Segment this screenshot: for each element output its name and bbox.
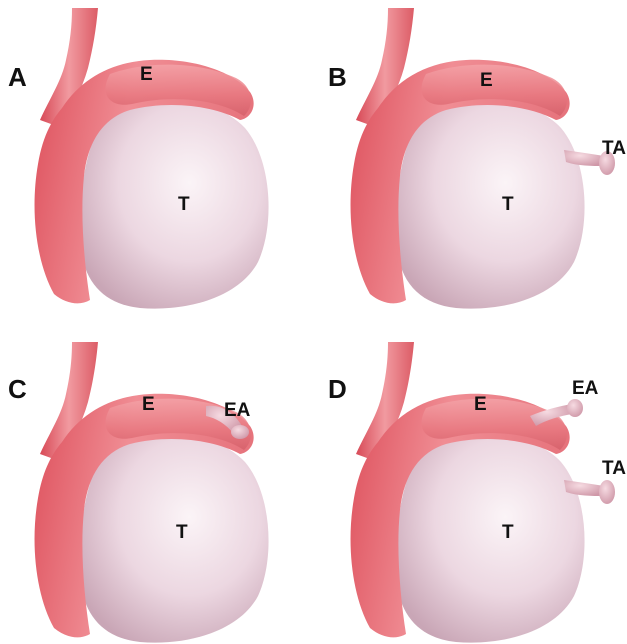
panel-a: A E T [8,8,269,309]
epididymal-appendix-label-d: EA [572,378,599,399]
testis-shape [396,99,585,308]
testis-label-b: T [502,194,514,215]
panel-letter-b: B [328,62,347,92]
panel-b: B E T TA [328,8,626,309]
epididymis-label-d: E [474,394,487,415]
panel-letter-a: A [8,62,27,92]
panel-d: D E EA TA T [328,342,626,643]
panel-c: C E EA T [8,342,269,643]
testis-label-c: T [176,522,188,543]
panel-letter-c: C [8,374,27,404]
testicular-appendix-label-d: TA [602,458,626,479]
testis-label-d: T [502,522,514,543]
testis-shape [396,433,585,642]
epididymis-label-c: E [142,394,155,415]
epididymis-label-a: E [140,64,153,85]
epididymal-appendix-label-c: EA [224,400,251,421]
epididymis-label-b: E [480,70,493,91]
testis-shape [80,433,269,642]
panel-letter-d: D [328,374,347,404]
testicular-appendix-label-b: TA [602,138,626,159]
testis-label-a: T [178,194,190,215]
testis-shape [80,99,269,308]
